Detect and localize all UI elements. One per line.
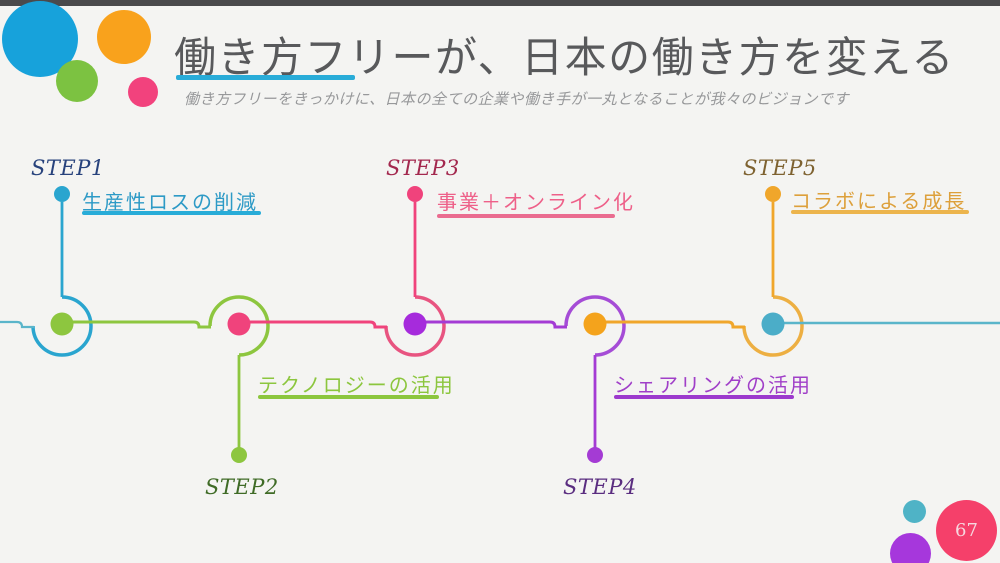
page-number: 67 xyxy=(955,520,978,541)
step2-label-underline xyxy=(258,395,439,399)
decor-circle-purple-bottom xyxy=(890,533,931,563)
node2-arc xyxy=(208,295,270,357)
node2-dot xyxy=(227,312,251,336)
node5-dot xyxy=(761,312,785,336)
step5-stem-dot xyxy=(765,186,781,202)
step5-name: STEP5 xyxy=(743,156,817,180)
timeline-connectors xyxy=(0,320,1000,329)
step3-label-underline xyxy=(437,214,615,218)
node3-arc xyxy=(384,295,446,357)
connector-4-5 xyxy=(595,320,745,329)
step4-name: STEP4 xyxy=(563,475,637,499)
step2-stem-dot xyxy=(231,447,247,463)
step1-name: STEP1 xyxy=(31,156,105,180)
top-accent-bar xyxy=(0,0,1000,6)
step4-label: シェアリングの活用 xyxy=(614,373,812,397)
node4-dot xyxy=(583,312,607,336)
step3-label: 事業＋オンライン化 xyxy=(437,190,635,214)
node5-arc xyxy=(742,295,804,357)
step3-stem-dot xyxy=(407,186,423,202)
node1-dot xyxy=(50,312,74,336)
slide-subtitle: 働き方フリーをきっかけに、日本の全ての企業や働き手が一丸となることが我々のビジョ… xyxy=(184,90,850,108)
title-underline xyxy=(176,75,355,80)
node3-dot xyxy=(403,312,427,336)
step1-label-underline xyxy=(82,211,261,215)
baseline-left xyxy=(0,320,34,329)
step5-label-underline xyxy=(791,210,969,214)
step1-stem-dot xyxy=(54,186,70,202)
step1-label: 生産性ロスの削減 xyxy=(82,190,258,214)
timeline-node-dots xyxy=(50,312,785,336)
connector-3-4 xyxy=(415,320,567,329)
timeline-stem-dots xyxy=(54,186,781,463)
decor-circle-green xyxy=(56,60,98,102)
step2-name: STEP2 xyxy=(205,475,279,499)
step4-stem-dot xyxy=(587,447,603,463)
timeline-stems xyxy=(60,202,775,448)
decor-circle-pink xyxy=(128,77,158,107)
step5-label: コラボによる成長 xyxy=(791,189,967,213)
timeline-node-arcs xyxy=(31,295,804,357)
slide-title: 働き方フリーが、日本の働き方を変える xyxy=(174,33,955,82)
connector-1-2 xyxy=(62,320,211,329)
decor-circle-teal-bottom xyxy=(903,500,926,523)
node4-arc xyxy=(564,295,626,357)
connector-2-3 xyxy=(239,320,387,329)
step4-label-underline xyxy=(614,395,794,399)
step2-label: テクノロジーの活用 xyxy=(258,373,455,397)
step3-name: STEP3 xyxy=(386,156,460,180)
decor-circle-orange xyxy=(97,10,151,64)
node1-arc xyxy=(31,295,93,357)
page-number-badge: 67 xyxy=(936,500,997,561)
